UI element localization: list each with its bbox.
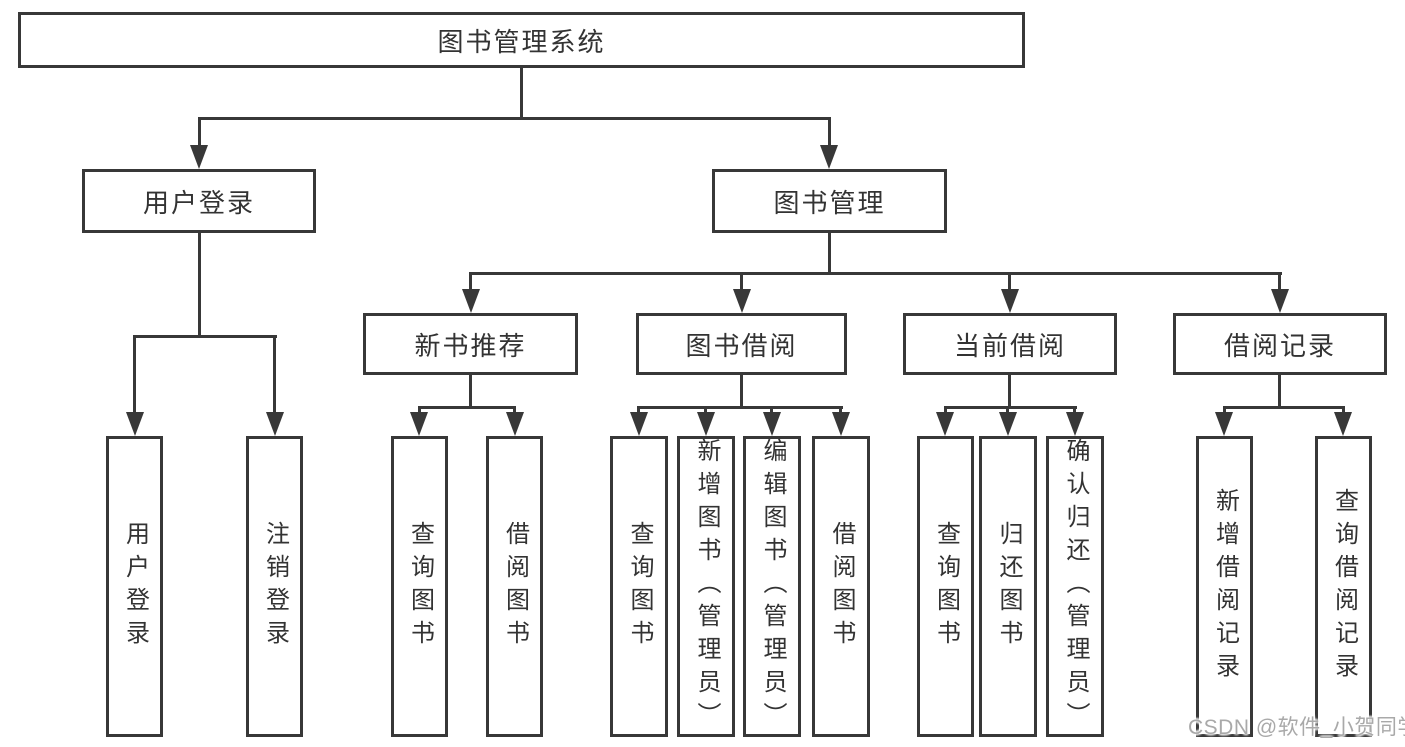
- connector-drop: [944, 406, 947, 416]
- arrow-down-icon: [1066, 412, 1084, 436]
- leaf-query-books-recommend: 查询图书: [391, 436, 448, 737]
- leaf-borrow-books-recommend: 借阅图书: [486, 436, 543, 737]
- leaf-label: 查询图书: [406, 520, 434, 653]
- arrow-down-icon: [820, 145, 838, 169]
- connector-root-stem: [520, 68, 523, 120]
- connector-root-bus: [198, 117, 831, 120]
- node-book-borrowing: 图书借阅: [636, 313, 847, 375]
- connector-borrowing-stem: [740, 375, 743, 408]
- node-root-system: 图书管理系统: [18, 12, 1025, 68]
- node-label: 用户登录: [142, 187, 255, 218]
- leaf-label: 查询图书: [626, 520, 653, 653]
- arrow-down-icon: [506, 412, 524, 436]
- node-label: 借阅记录: [1223, 330, 1336, 361]
- arrow-down-icon: [733, 289, 751, 313]
- leaf-label: 归还图书: [995, 520, 1022, 653]
- connector-bookmgmt-bus: [469, 272, 1282, 275]
- arrow-down-icon: [266, 412, 284, 436]
- leaf-add-book-admin: 新增图书（管理员）: [677, 436, 735, 737]
- node-label: 新书推荐: [414, 330, 527, 361]
- leaf-label: 新增借阅记录: [1211, 487, 1239, 686]
- leaf-return-book: 归还图书: [979, 436, 1037, 737]
- connector-drop: [770, 406, 773, 416]
- leaf-label: 查询图书: [932, 520, 960, 653]
- connector-drop: [1278, 272, 1281, 292]
- leaf-user-login: 用户登录: [106, 436, 163, 737]
- connector-recommend-stem: [469, 375, 472, 408]
- csdn-watermark: CSDN @软件_小贺同学: [1188, 716, 1405, 739]
- leaf-label: 新增图书（管理员）: [693, 438, 720, 735]
- connector-current-stem: [1008, 375, 1011, 408]
- connector-drop: [637, 406, 640, 416]
- leaf-edit-book-admin: 编辑图书（管理员）: [743, 436, 801, 737]
- leaf-label: 确认归还（管理员）: [1062, 438, 1089, 735]
- connector-drop: [133, 335, 136, 415]
- arrow-down-icon: [1001, 289, 1019, 313]
- leaf-label: 查询借阅记录: [1330, 487, 1358, 686]
- leaf-logout: 注销登录: [246, 436, 303, 737]
- connector-drop: [273, 335, 276, 415]
- connector-drop: [1223, 406, 1226, 416]
- connector-drop: [704, 406, 707, 416]
- arrow-down-icon: [936, 412, 954, 436]
- connector-userlogin-bus: [133, 335, 277, 338]
- leaf-label: 编辑图书（管理员）: [759, 438, 786, 735]
- arrow-down-icon: [630, 412, 648, 436]
- node-new-book-recommend: 新书推荐: [363, 313, 578, 375]
- node-label: 图书管理: [773, 187, 886, 218]
- leaf-query-books-current: 查询图书: [917, 436, 974, 737]
- connector-recommend-bus: [418, 406, 516, 409]
- arrow-down-icon: [190, 145, 208, 169]
- leaf-label: 借阅图书: [501, 520, 529, 653]
- leaf-query-books-borrowing: 查询图书: [610, 436, 668, 737]
- arrow-down-icon: [697, 412, 715, 436]
- node-book-management: 图书管理: [712, 169, 947, 233]
- connector-drop: [469, 272, 472, 292]
- connector-drop: [828, 117, 831, 149]
- connector-drop: [1342, 406, 1345, 416]
- connector-drop: [839, 406, 842, 416]
- leaf-label: 注销登录: [261, 520, 289, 653]
- leaf-label: 借阅图书: [828, 520, 855, 653]
- connector-drop: [1073, 406, 1076, 416]
- arrow-down-icon: [462, 289, 480, 313]
- node-label: 图书管理系统: [437, 26, 606, 57]
- leaf-query-borrow-record: 查询借阅记录: [1315, 436, 1372, 737]
- connector-records-bus: [1223, 406, 1345, 409]
- connector-drop: [418, 406, 421, 416]
- connector-bookmgmt-stem: [828, 233, 831, 274]
- arrow-down-icon: [410, 412, 428, 436]
- node-current-borrowing: 当前借阅: [903, 313, 1117, 375]
- arrow-down-icon: [126, 412, 144, 436]
- arrow-down-icon: [999, 412, 1017, 436]
- arrow-down-icon: [1215, 412, 1233, 436]
- connector-drop: [513, 406, 516, 416]
- connector-records-stem: [1278, 375, 1281, 408]
- connector-drop: [198, 117, 201, 149]
- node-label: 当前借阅: [953, 330, 1066, 361]
- arrow-down-icon: [1271, 289, 1289, 313]
- connector-drop: [1006, 406, 1009, 416]
- node-borrow-records: 借阅记录: [1173, 313, 1387, 375]
- connector-borrowing-bus: [637, 406, 843, 409]
- arrow-down-icon: [1334, 412, 1352, 436]
- leaf-borrow-books-borrowing: 借阅图书: [812, 436, 870, 737]
- leaf-confirm-return-admin: 确认归还（管理员）: [1046, 436, 1104, 737]
- arrow-down-icon: [763, 412, 781, 436]
- leaf-add-borrow-record: 新增借阅记录: [1196, 436, 1253, 737]
- connector-drop: [1008, 272, 1011, 292]
- node-label: 图书借阅: [685, 330, 798, 361]
- node-user-login: 用户登录: [82, 169, 316, 233]
- connector-drop: [740, 272, 743, 292]
- connector-current-bus: [944, 406, 1077, 409]
- connector-userlogin-stem: [198, 233, 201, 337]
- arrow-down-icon: [832, 412, 850, 436]
- leaf-label: 用户登录: [121, 520, 149, 653]
